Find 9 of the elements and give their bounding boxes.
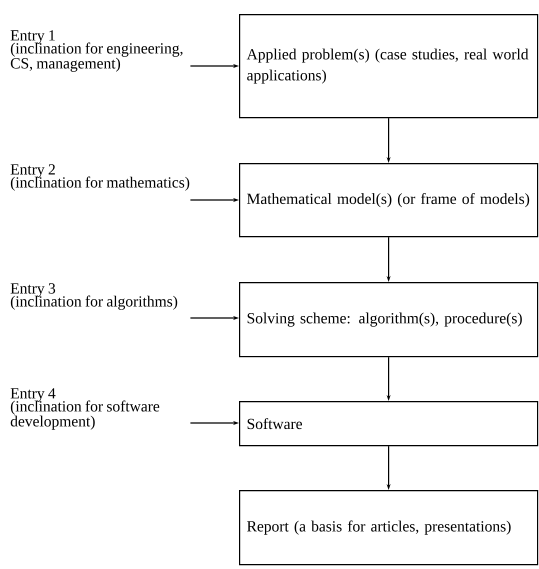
entry-text: Entry 4 (inclination for software development) — [10, 388, 160, 430]
process-box: Software — [239, 401, 538, 446]
process-box: Mathematical model(s) (or frame of models) — [239, 163, 538, 238]
process-box: Report (a basis for articles, presentations) — [239, 490, 538, 566]
process-box: Solving scheme: algorithm(s), procedure(s) — [239, 282, 538, 358]
entry-text: Entry 2 (inclination for mathematics) — [10, 164, 190, 191]
process-box: Applied problem(s) (case studies, real world applications) — [239, 14, 538, 118]
entry-text: Entry 1 (inclination for engineering, CS, management) — [10, 30, 182, 72]
entry-text: Entry 3 (inclination for algorithms) — [10, 283, 178, 310]
